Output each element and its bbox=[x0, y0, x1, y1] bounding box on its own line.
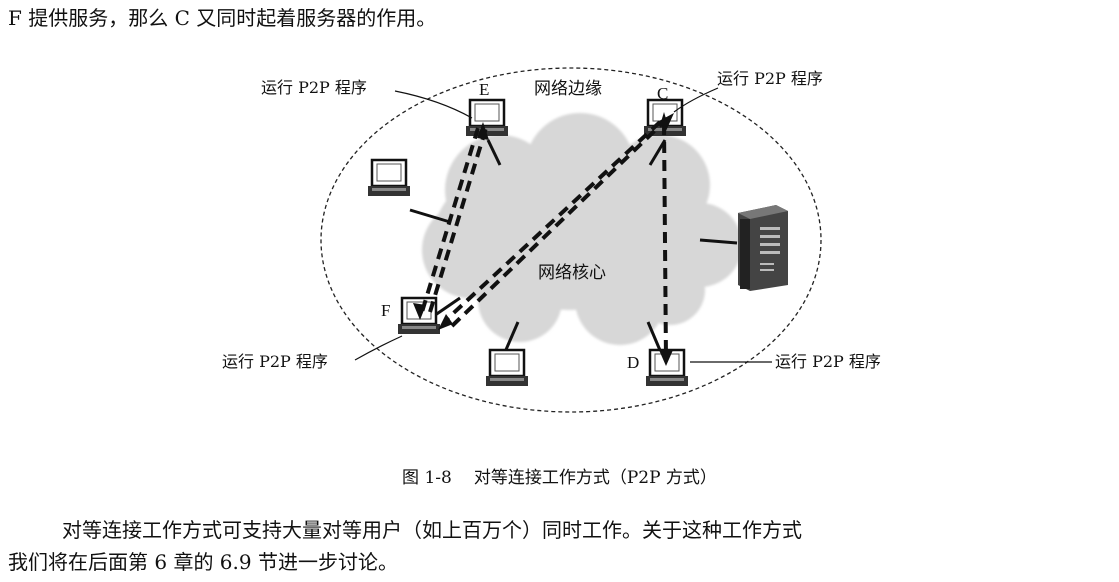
figure-caption: 图 1-8 对等连接工作方式（P2P 方式） bbox=[0, 463, 1119, 488]
figure-caption-text: 对等连接工作方式（P2P 方式） bbox=[473, 468, 717, 488]
p2p-label-D: 运行 P2P 程序 bbox=[775, 352, 881, 371]
body-text-line1: 对等连接工作方式可支持大量对等用户（如上百万个）同时工作。关于这种工作方式 bbox=[62, 518, 802, 542]
node-label-E: E bbox=[479, 80, 489, 99]
label-leaders bbox=[354, 87, 772, 363]
arrow-C-F bbox=[444, 120, 662, 322]
arrow-C-D bbox=[662, 123, 668, 361]
p2p-arrows bbox=[420, 114, 672, 361]
arrow-E-F bbox=[420, 127, 480, 313]
computer-icon bbox=[368, 158, 410, 196]
figure-number: 图 1-8 bbox=[402, 468, 452, 488]
network-edge-boundary bbox=[320, 67, 822, 413]
p2p-label-E: 运行 P2P 程序 bbox=[261, 78, 367, 97]
network-edge-label: 网络边缘 bbox=[534, 79, 602, 99]
intro-text: F 提供服务，那么 C 又同时起着服务器的作用。 bbox=[8, 6, 437, 30]
arrow-F-C bbox=[450, 114, 672, 328]
network-core-label: 网络核心 bbox=[538, 263, 606, 283]
p2p-diagram: 运行 P2P 程序 运行 P2P 程序 运行 P2P 程序 运行 P2P 程序 … bbox=[222, 67, 881, 413]
server-icon bbox=[738, 205, 788, 291]
computer-icon bbox=[486, 348, 528, 386]
arrow-F-E bbox=[428, 127, 488, 313]
arrow-heads bbox=[413, 112, 674, 366]
node-label-F: F bbox=[381, 301, 390, 320]
p2p-label-F: 运行 P2P 程序 bbox=[222, 352, 328, 371]
p2p-label-C: 运行 P2P 程序 bbox=[717, 69, 823, 88]
node-label-C: C bbox=[657, 84, 668, 103]
node-label-D: D bbox=[627, 353, 639, 372]
body-text-line2: 我们将在后面第 6 章的 6.9 节进一步讨论。 bbox=[8, 550, 398, 574]
